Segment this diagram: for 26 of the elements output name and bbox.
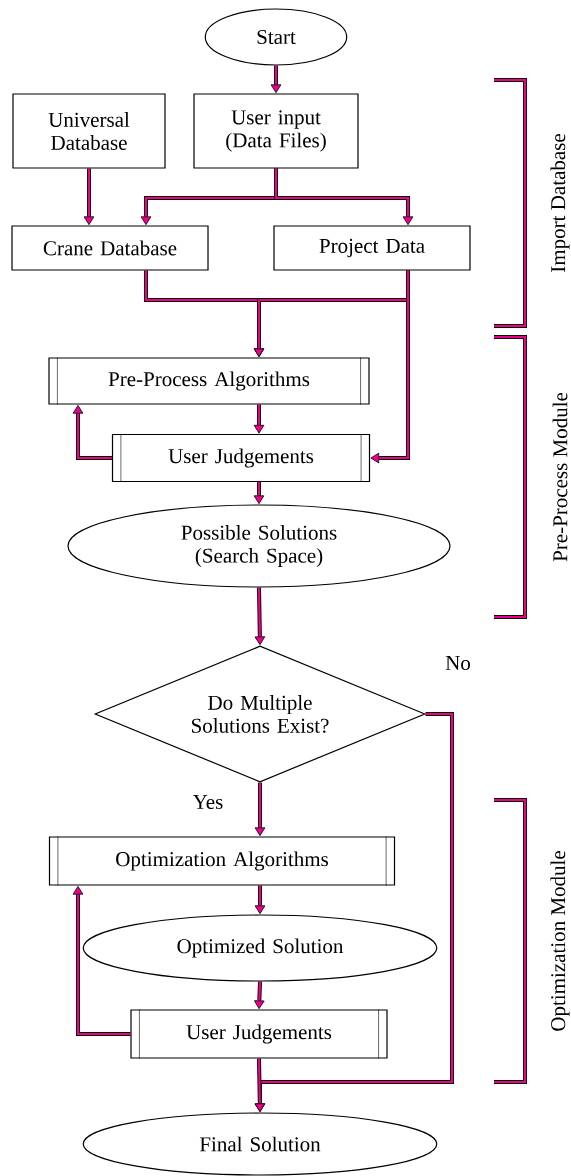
predefined-process-box: Optimization Algorithms	[48, 836, 396, 886]
arrow	[274, 168, 414, 226]
edge-label: No	[444, 655, 472, 671]
process-box: Crane Database	[11, 225, 209, 271]
arrow	[254, 1058, 266, 1113]
module-label: Import Database	[550, 134, 570, 272]
arrow	[270, 65, 282, 94]
arrow	[253, 482, 265, 505]
arrow	[254, 981, 265, 1010]
module-label: Pre-Process Module	[552, 392, 568, 562]
module-label: Optimization Module	[550, 851, 570, 1031]
process-box: Universal Database	[12, 93, 166, 169]
arrow	[254, 782, 266, 837]
process-box: Project Data	[273, 225, 471, 271]
arrow	[370, 270, 410, 464]
edge-label: Yes	[191, 794, 225, 810]
predefined-process-box: User Judgements	[111, 433, 371, 483]
arrow	[253, 404, 265, 434]
arrow	[72, 886, 131, 1036]
predefined-process-box: Pre-Process Algorithms	[48, 357, 370, 405]
arrow	[72, 405, 112, 460]
arrow	[83, 168, 95, 226]
predefined-process-box: User Judgements	[130, 1009, 388, 1059]
arrow	[254, 885, 266, 915]
process-box: User input (Data Files)	[193, 93, 359, 169]
arrow	[254, 587, 266, 646]
